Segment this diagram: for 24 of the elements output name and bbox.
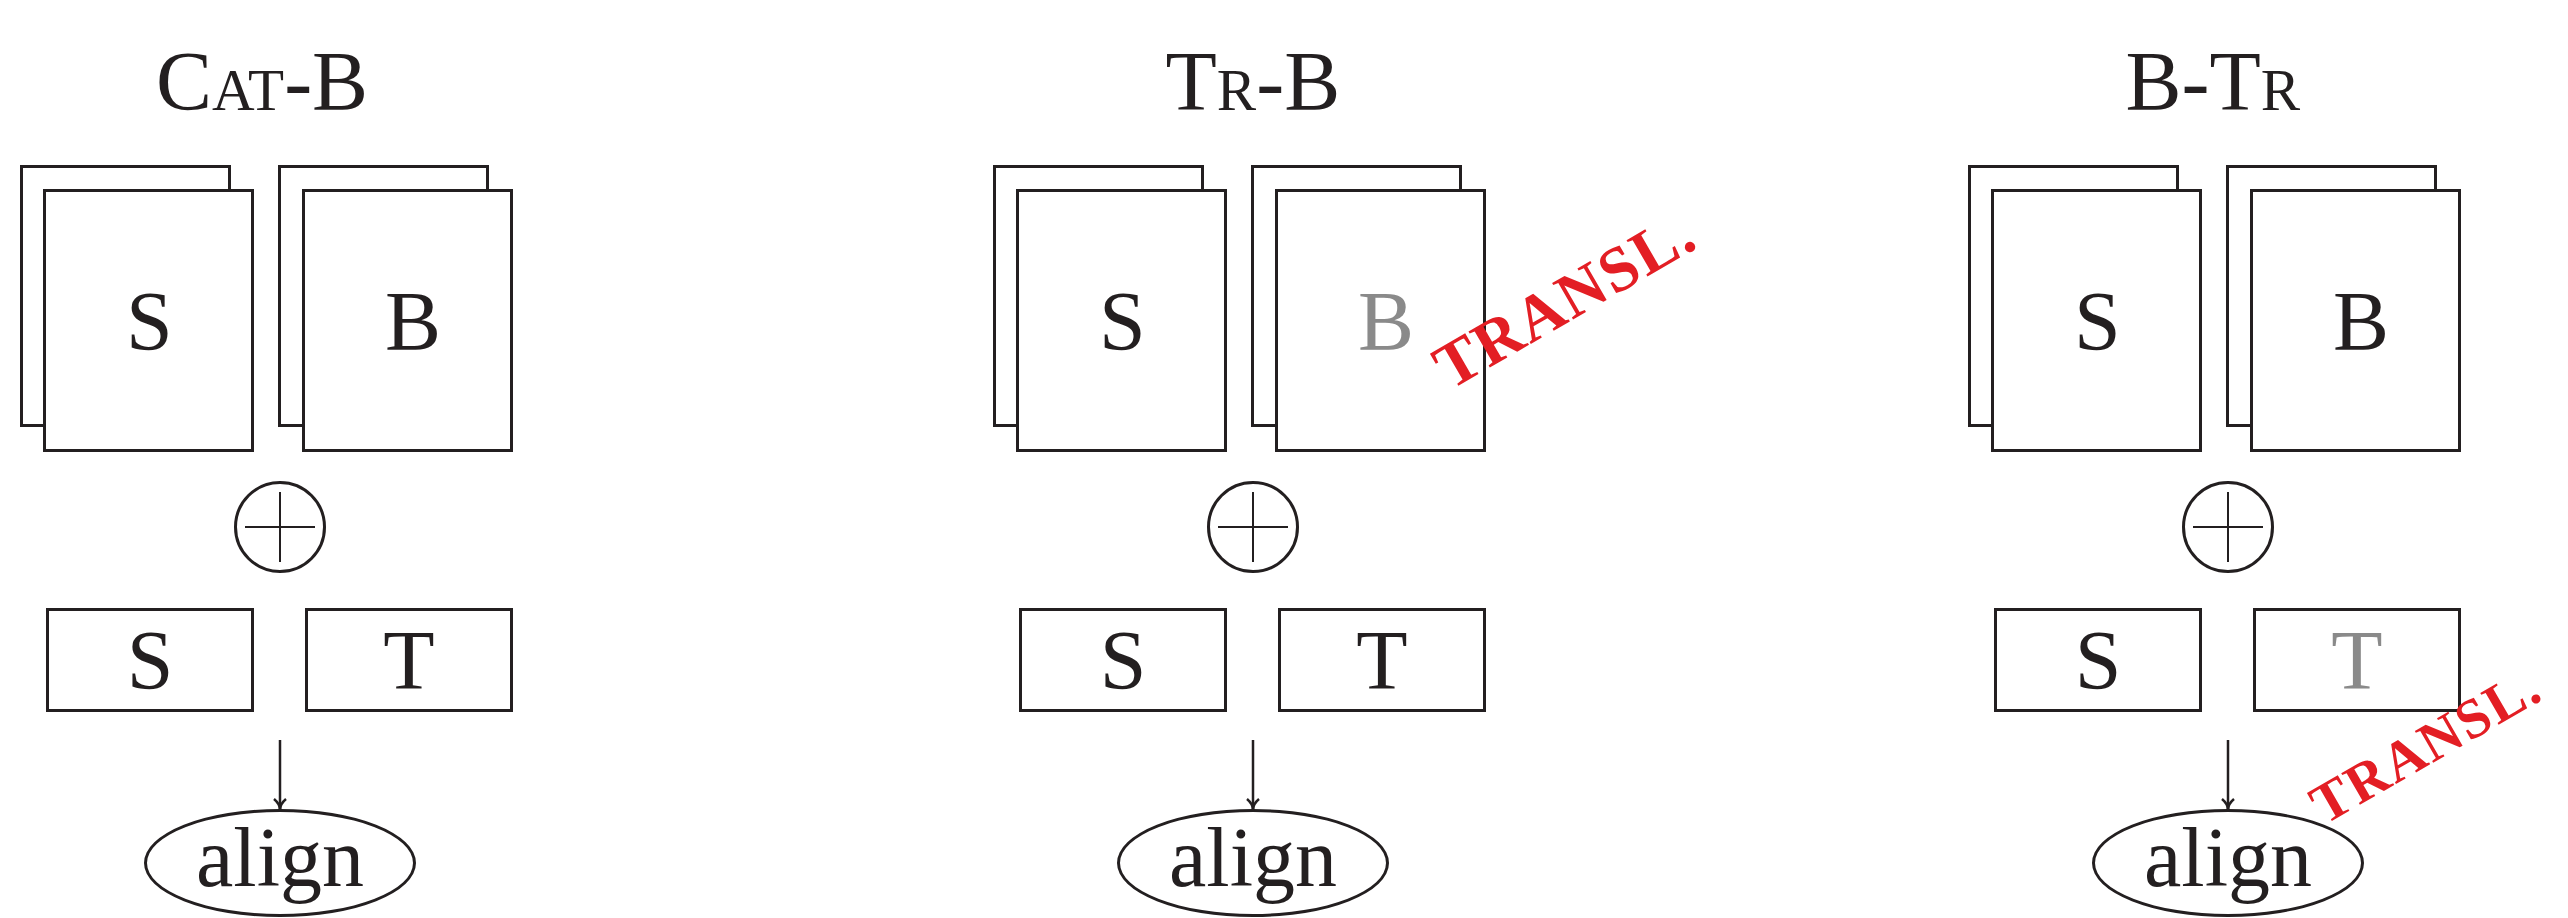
ellipse-node: align [144, 809, 416, 917]
text-box: S [46, 608, 254, 712]
plus-circle-symbol [1206, 480, 1300, 574]
ellipse-node: align [1117, 809, 1389, 917]
text-box: S [1994, 608, 2202, 712]
panel-title: B-Tr [2125, 40, 2301, 124]
box-letter: S [126, 280, 173, 364]
plus-circle-symbol [2181, 480, 2275, 574]
box-letter: S [2074, 280, 2121, 364]
stacked-page-box [993, 165, 1227, 452]
box-letter: S [1099, 280, 1146, 364]
box-letter: B [2333, 280, 2390, 364]
text-box: T [305, 608, 513, 712]
stacked-page-box [278, 165, 513, 452]
stacked-page-box [20, 165, 254, 452]
text-box: T [1278, 608, 1486, 712]
text-box: S [1019, 608, 1227, 712]
box-letter: B [385, 280, 442, 364]
stacked-page-box [2226, 165, 2461, 452]
panel-title: Tr-B [1165, 40, 1341, 124]
plus-circle-symbol [233, 480, 327, 574]
box-letter: B [1358, 280, 1415, 364]
panel-title: Cat-B [156, 40, 369, 124]
stacked-page-box [1968, 165, 2202, 452]
